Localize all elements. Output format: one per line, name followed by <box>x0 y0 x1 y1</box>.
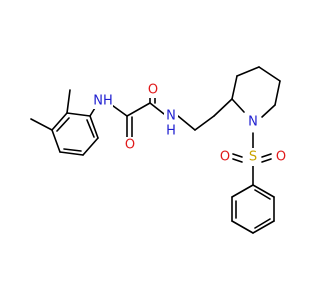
bond-pip-5 <box>274 80 281 106</box>
bond-ring-b-1 <box>231 184 254 198</box>
atom-nh-right-label: N <box>166 109 176 124</box>
bond-ring-b-6 <box>252 184 275 198</box>
bond-ch2-ch2 <box>194 115 215 131</box>
bond-s-o-left-2 <box>232 158 243 163</box>
bond-ring-a-1 <box>66 112 91 117</box>
atom-labels: NH O O N H N S O <box>93 82 288 166</box>
atom-o-sulfonyl-left: O <box>218 148 232 166</box>
atom-s-label: S <box>249 150 257 165</box>
bond-ring-a-inner-1 <box>56 117 70 132</box>
bond-pip-4 <box>258 66 281 82</box>
bond-ring-a-6 <box>89 115 99 139</box>
bond-methyl-1 <box>66 89 71 114</box>
atom-n-piperidine-label: N <box>248 115 258 130</box>
atom-o-top-label: O <box>148 83 158 98</box>
atom-o-sulfonyl-right-label: O <box>276 150 286 165</box>
bond-ring-a-inner-2 <box>63 148 82 152</box>
bond-s-o-right-1 <box>261 153 272 158</box>
bond-ring-b-3 <box>231 220 254 234</box>
bond-s-o-right-2 <box>261 158 272 163</box>
bond-c2-nh <box>149 102 165 115</box>
bond-ring-b-inner-3 <box>254 189 271 200</box>
bonds <box>30 66 281 234</box>
bond-ring-a-4 <box>59 151 84 156</box>
atom-o-top: O <box>146 82 160 98</box>
atom-nh-right: N H <box>164 108 178 139</box>
atom-o-sulfonyl-right: O <box>274 148 288 166</box>
atom-o-sulfonyl-left-label: O <box>220 150 230 165</box>
atom-nh-right-h-label: H <box>166 124 176 139</box>
atom-o-bottom: O <box>123 137 137 153</box>
atom-nh-left-label: NH <box>93 94 113 109</box>
bond-ring-a-5 <box>82 137 99 156</box>
bond-c1-c2 <box>126 102 151 117</box>
bond-nh-ch2 <box>177 115 196 131</box>
bond-ring-b-4 <box>252 220 275 234</box>
bond-pip-1 <box>231 98 245 113</box>
bond-ring-a-inner-3 <box>86 119 95 138</box>
bond-pip-2 <box>231 75 238 100</box>
atom-n-piperidine: N <box>246 113 260 131</box>
bond-ring-a-3 <box>51 129 61 153</box>
atom-o-bottom-label: O <box>125 138 135 153</box>
bond-pip-6 <box>261 104 276 118</box>
bond-ch2-pip <box>213 98 233 117</box>
atom-s: S <box>246 148 260 166</box>
bond-s-o-left-1 <box>232 153 243 158</box>
bond-methyl-2 <box>30 118 53 131</box>
bond-ring-a-2 <box>51 112 68 131</box>
bond-pip-3 <box>236 66 260 77</box>
bond-ring-b-inner-2 <box>254 218 271 229</box>
atom-nh-left: NH <box>93 93 113 109</box>
molecule-structure-diagram: NH O O N H N S O <box>30 66 288 234</box>
